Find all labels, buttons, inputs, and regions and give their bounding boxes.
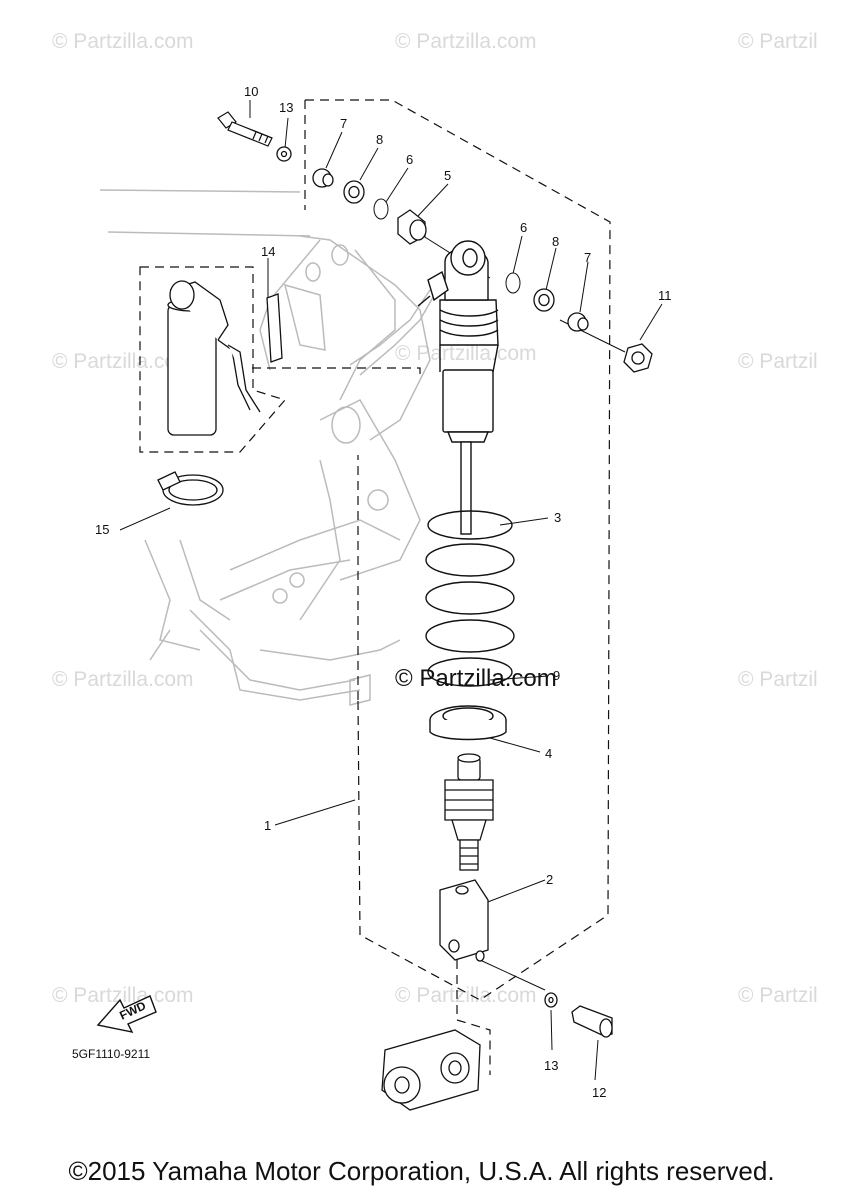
watermark-layer: © Partzilla.com © Partzilla.com © Partzi… (52, 30, 818, 1007)
watermark: © Partzilla.com (52, 984, 194, 1007)
callout-12: 12 (592, 1085, 606, 1100)
callout-labels: 10 13 7 8 6 5 6 8 7 11 14 15 3 9 4 1 2 1… (95, 84, 672, 1100)
watermark: © Partzilla.com (52, 668, 194, 691)
copyright-notice: ©2015 Yamaha Motor Corporation, U.S.A. A… (68, 1156, 775, 1186)
watermark: © Partzil (738, 30, 818, 53)
hardware-parts (276, 146, 653, 373)
callout-7: 7 (340, 116, 347, 131)
callout-4: 4 (545, 746, 552, 761)
clevis (439, 879, 489, 962)
callout-8: 8 (552, 234, 559, 249)
watermark: © Partzil (738, 668, 818, 691)
parts-diagram: © Partzilla.com © Partzilla.com © Partzi… (52, 30, 818, 1111)
shock-absorber (417, 240, 499, 535)
bolt-part (217, 111, 273, 147)
spring-seat (429, 705, 507, 741)
callout-10: 10 (244, 84, 258, 99)
leader-lines (119, 100, 663, 1081)
callout-5: 5 (444, 168, 451, 183)
diagram-code: 5GF1110-9211 (72, 1047, 150, 1061)
relay-arm (381, 1029, 481, 1111)
callout-13: 13 (544, 1058, 558, 1073)
spring (425, 510, 515, 687)
callout-9: 9 (553, 668, 560, 683)
callout-6: 6 (406, 152, 413, 167)
shock-lower-body (444, 753, 494, 871)
callout-7: 7 (584, 250, 591, 265)
callout-3: 3 (554, 510, 561, 525)
reservoir-tank (167, 280, 261, 436)
watermark-center: © Partzilla.com (395, 665, 557, 692)
watermark: © Partzil (738, 984, 818, 1007)
callout-13: 13 (279, 100, 293, 115)
callout-1: 1 (264, 818, 271, 833)
watermark: © Partzilla.com (52, 350, 194, 373)
callout-15: 15 (95, 522, 109, 537)
assembly-outline (139, 99, 611, 1075)
frame-drawing (99, 189, 441, 706)
lower-hardware (544, 992, 613, 1038)
fwd-arrow: FWD (96, 995, 157, 1033)
callout-6: 6 (520, 220, 527, 235)
watermark: © Partzil (738, 350, 818, 373)
callout-11: 11 (658, 288, 672, 303)
label-plate (266, 293, 283, 363)
callout-8: 8 (376, 132, 383, 147)
watermark: © Partzilla.com (395, 30, 537, 53)
callout-14: 14 (261, 244, 275, 259)
watermark: © Partzilla.com (395, 984, 537, 1007)
callout-2: 2 (546, 872, 553, 887)
hose-band (157, 471, 224, 506)
watermark: © Partzilla.com (52, 30, 194, 53)
